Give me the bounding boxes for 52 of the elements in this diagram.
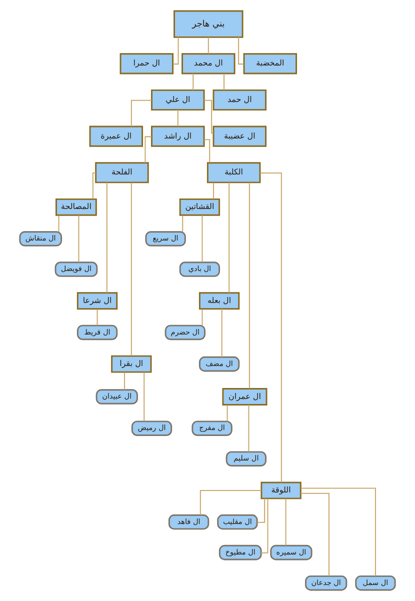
connector: [228, 182, 230, 293]
node-box: ال عبيدان: [96, 389, 138, 404]
node-box: ال سريع: [145, 231, 186, 246]
connector: [212, 182, 214, 199]
node-box: ال فاهد: [168, 514, 210, 530]
connector: [173, 37, 179, 65]
connector: [58, 215, 60, 232]
connector: [285, 498, 286, 546]
connector: [261, 498, 268, 554]
node-box: ال مطيوخ: [218, 544, 262, 560]
connector: [144, 372, 145, 422]
connector: [177, 110, 178, 126]
connector: [192, 74, 194, 90]
connector: [224, 74, 225, 90]
node-box: ال مضف: [198, 356, 240, 372]
node-box: ال جدعان: [305, 575, 348, 591]
connector: [200, 490, 262, 516]
node-box: ال مقليب: [217, 514, 258, 530]
connector: [226, 405, 228, 422]
connector: [144, 136, 152, 163]
connector: [257, 498, 266, 523]
connector: [202, 215, 203, 262]
node-box: ال حضرم: [164, 324, 206, 340]
node-box: ال سليم: [226, 451, 267, 466]
connector: [106, 182, 108, 293]
connector: [300, 492, 330, 576]
node-box: ال سميره: [270, 544, 312, 560]
connector: [130, 100, 152, 126]
connector: [182, 215, 184, 232]
node-box: ال مفرج: [192, 420, 232, 436]
node-box: ال فويضل: [54, 262, 98, 277]
node-box: ال سمل: [355, 575, 396, 591]
connector: [78, 215, 80, 262]
connector: [300, 488, 376, 576]
node-box: ال قريط: [76, 324, 118, 340]
connector: [248, 404, 250, 452]
connector: [92, 172, 96, 199]
connector: [248, 182, 250, 389]
connector: [204, 139, 210, 163]
node-box: ال رميض: [131, 420, 172, 436]
connector: [238, 37, 244, 65]
connector: [260, 172, 282, 482]
node-box: بني هاجر: [174, 10, 244, 38]
connector: [202, 309, 203, 326]
connector: [221, 308, 222, 358]
node-box: ال بادي: [179, 262, 220, 277]
connector: [204, 100, 214, 134]
connector: [130, 182, 132, 356]
node-box: ال منقاش: [19, 231, 62, 246]
connector: [96, 309, 98, 326]
connector: [208, 37, 209, 54]
connector: [124, 372, 126, 390]
